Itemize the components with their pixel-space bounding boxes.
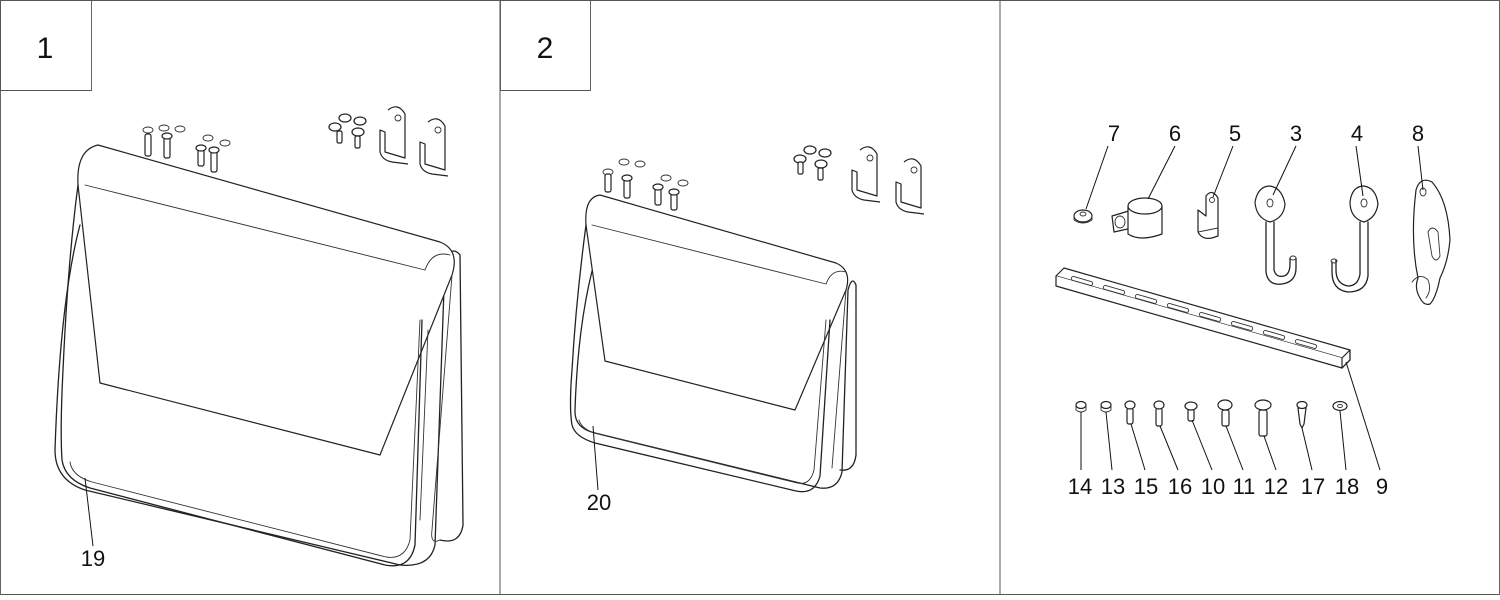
part-8-plate bbox=[1411, 179, 1451, 305]
part-10-bolt bbox=[1184, 401, 1198, 422]
callout-16: 16 bbox=[1168, 474, 1192, 499]
part-18-washer bbox=[1332, 400, 1348, 412]
part-17-screw bbox=[1296, 400, 1308, 429]
callout-19: 19 bbox=[81, 546, 105, 571]
callout-17: 17 bbox=[1301, 474, 1325, 499]
callout-8: 8 bbox=[1412, 121, 1424, 146]
callout-10: 10 bbox=[1201, 474, 1225, 499]
callout-7: 7 bbox=[1108, 121, 1120, 146]
callout-18: 18 bbox=[1335, 474, 1359, 499]
panel-3-parts bbox=[1055, 179, 1451, 437]
part-12-bolt bbox=[1254, 399, 1272, 437]
panel-2-hardware bbox=[602, 145, 925, 215]
panel-2-number: 2 bbox=[537, 32, 554, 65]
callout-14: 14 bbox=[1068, 474, 1092, 499]
part-6-clamp bbox=[1111, 197, 1163, 239]
part-4-hook bbox=[1330, 185, 1379, 293]
callout-15: 15 bbox=[1134, 474, 1158, 499]
part-14-nut bbox=[1075, 400, 1087, 413]
panel-1-hardware bbox=[142, 106, 449, 177]
panel-3-callouts: 7 6 5 3 4 8 9 14 13 15 16 10 11 12 17 18 bbox=[1068, 121, 1424, 499]
callout-20: 20 bbox=[587, 490, 611, 515]
part-15-bolt bbox=[1124, 400, 1136, 425]
part-11-bolt bbox=[1217, 399, 1233, 427]
part-7-washer bbox=[1073, 209, 1093, 224]
panel-1-bag bbox=[54, 144, 464, 567]
part-5-bracket bbox=[1197, 191, 1219, 239]
callout-11: 11 bbox=[1233, 474, 1256, 499]
panel-3-leaders bbox=[1080, 145, 1424, 471]
callout-4: 4 bbox=[1351, 121, 1363, 146]
part-3-hook bbox=[1254, 185, 1297, 285]
panel-1-number-box bbox=[0, 0, 92, 91]
part-13-nut bbox=[1100, 400, 1112, 413]
callout-19-leader bbox=[84, 477, 94, 547]
part-9-rail bbox=[1055, 267, 1351, 369]
part-16-bolt bbox=[1153, 400, 1165, 427]
panel-1-number: 1 bbox=[37, 32, 54, 65]
callout-6: 6 bbox=[1169, 121, 1181, 146]
callout-20-leader bbox=[592, 425, 599, 491]
callout-3: 3 bbox=[1290, 121, 1302, 146]
callout-5: 5 bbox=[1229, 121, 1241, 146]
panel-2-bag bbox=[569, 194, 857, 493]
callout-12: 12 bbox=[1264, 474, 1288, 499]
panel-2-number-box bbox=[500, 0, 591, 91]
callout-13: 13 bbox=[1101, 474, 1125, 499]
callout-9: 9 bbox=[1376, 474, 1388, 499]
